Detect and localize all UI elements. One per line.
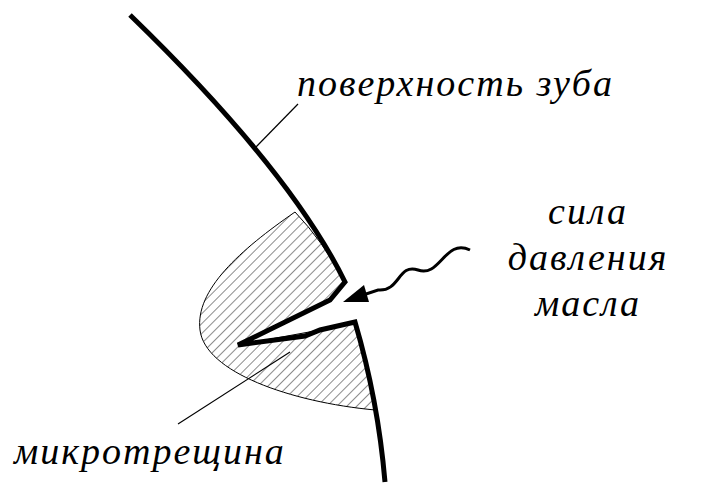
leader-line [255,104,298,148]
force-label: сила давления масла [478,188,698,326]
arrow-head [343,285,369,302]
leader-line [178,352,290,424]
hatched-zone [200,212,375,410]
pressure-arrow [360,248,470,296]
surface-label: поверхность зуба [297,60,614,106]
crack-label: микротрещина [14,428,286,474]
